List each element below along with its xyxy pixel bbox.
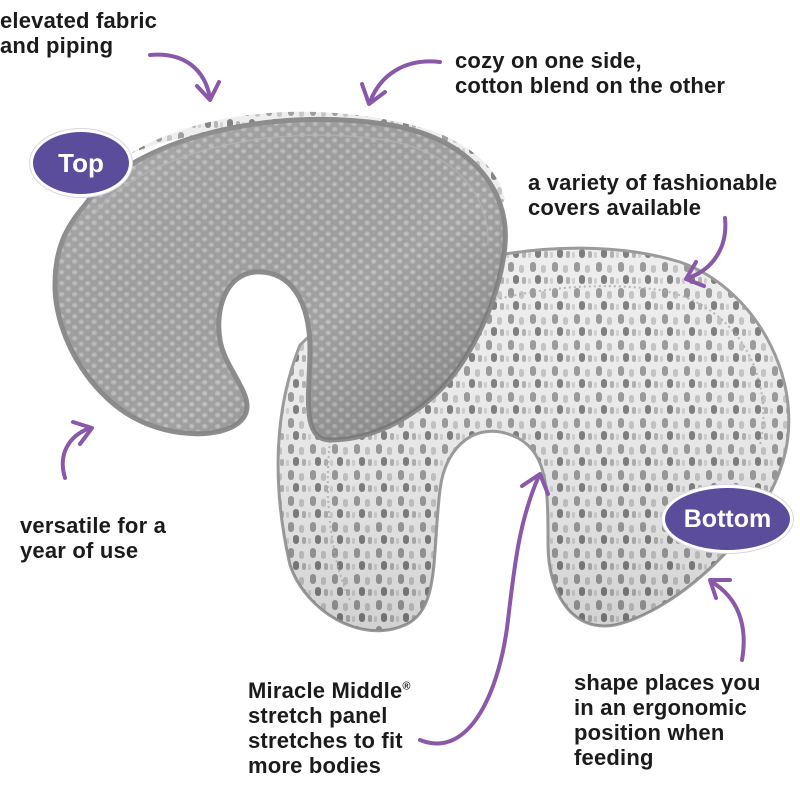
callout-line: in an ergonomic	[574, 695, 747, 720]
callout-line: Miracle Middle®	[248, 678, 411, 703]
callout-line: position when	[574, 720, 725, 745]
curved-arrow-icon	[708, 578, 746, 662]
callout-line: covers available	[528, 195, 702, 220]
callout-elevated-fabric: elevated fabric and piping	[0, 8, 157, 58]
curved-arrow-icon	[148, 52, 221, 102]
bottom-badge: Bottom	[665, 488, 790, 550]
bottom-pillow-piping	[326, 285, 765, 601]
callout-line: elevated fabric	[0, 8, 158, 33]
callout-line: stretches to fit	[248, 728, 403, 753]
curved-arrow-icon	[418, 472, 550, 746]
callout-line: and piping	[0, 33, 114, 58]
callout-line: a variety of fashionable	[528, 170, 778, 195]
callout-line: cotton blend on the other	[455, 73, 726, 98]
callout-line: cozy on one side,	[455, 48, 642, 73]
top-badge: Top	[33, 132, 129, 194]
callout-cozy-side: cozy on one side, cotton blend on the ot…	[455, 48, 725, 98]
curved-arrow-icon	[684, 216, 728, 288]
callout-versatile: versatile for a year of use	[20, 513, 166, 563]
callout-line: more bodies	[248, 753, 382, 778]
callout-miracle-middle: Miracle Middle® stretch panel stretches …	[248, 678, 411, 778]
callout-line: feeding	[574, 745, 654, 770]
top-pillow-piping	[95, 134, 489, 246]
curved-arrow-icon	[60, 420, 94, 480]
callout-line: year of use	[20, 538, 139, 563]
registered-mark: ®	[402, 680, 411, 693]
callout-variety-covers: a variety of fashionable covers availabl…	[528, 170, 777, 220]
top-pillow	[52, 111, 508, 443]
callout-line: versatile for a	[20, 513, 167, 538]
callout-line: shape places you	[574, 670, 761, 695]
callout-text: Miracle Middle	[248, 678, 403, 703]
callout-ergonomic-shape: shape places you in an ergonomic positio…	[574, 670, 761, 770]
curved-arrow-icon	[360, 59, 442, 106]
callout-line: stretch panel	[248, 703, 388, 728]
